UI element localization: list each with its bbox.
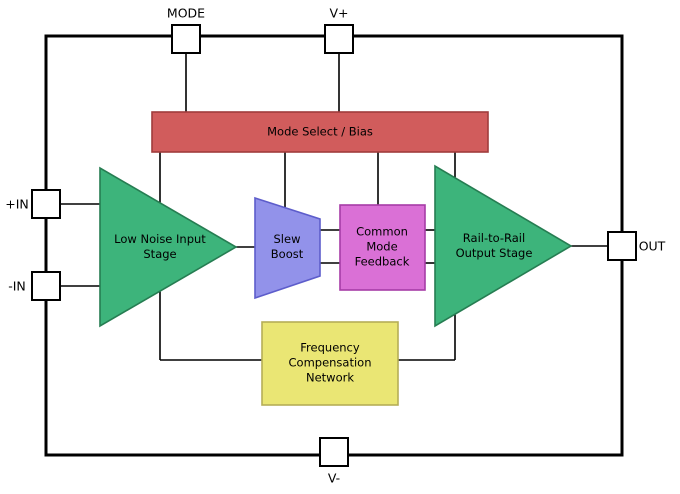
block-rail-to-rail-output-stage xyxy=(434,164,573,328)
pin-square-inminus xyxy=(31,271,61,301)
pin-square-vplus xyxy=(324,24,354,54)
pins xyxy=(31,24,637,467)
block-slew-boost xyxy=(254,196,321,300)
block-low-noise-input-stage xyxy=(99,166,238,328)
pin-square-inplus xyxy=(31,189,61,219)
block-mode-select-bias xyxy=(151,111,489,153)
pin-square-vminus xyxy=(319,437,349,467)
pin-square-mode xyxy=(171,24,201,54)
pin-square-out xyxy=(607,231,637,261)
block-frequency-compensation-network xyxy=(261,321,399,406)
block-common-mode-feedback xyxy=(339,204,426,291)
